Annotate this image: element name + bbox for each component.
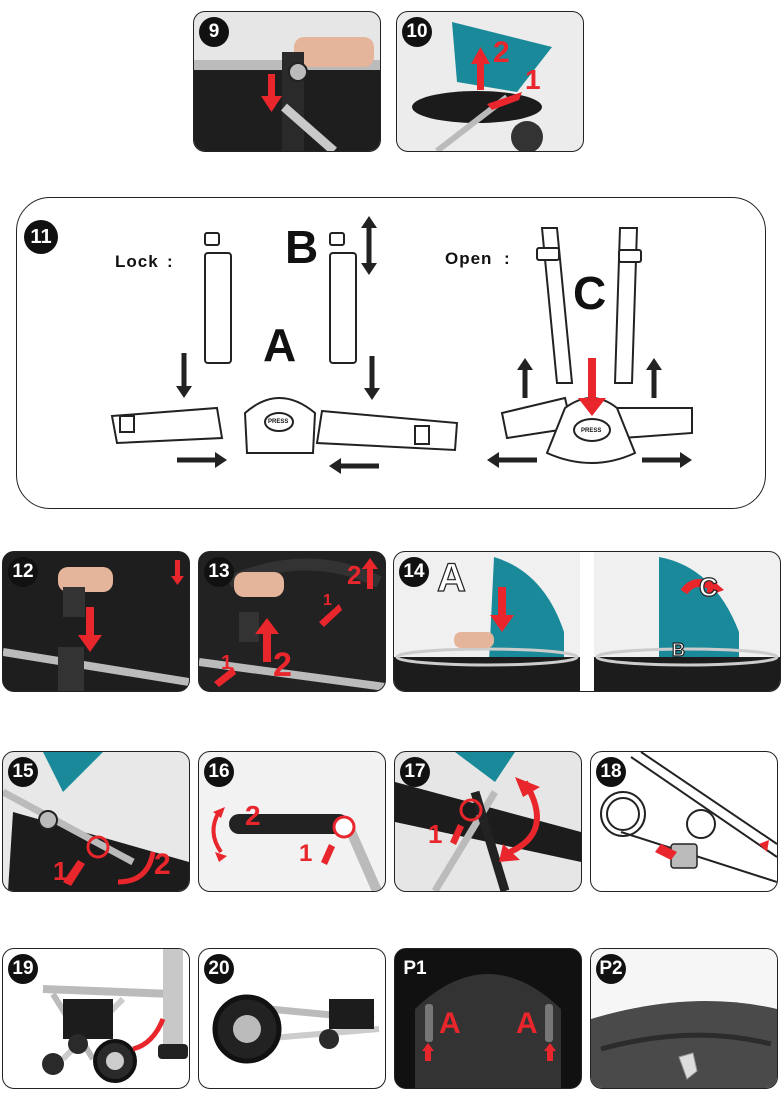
press-button-left: PRESS	[268, 419, 289, 425]
step-13-illustration	[199, 558, 385, 691]
step-number-2-top: 2	[347, 560, 362, 590]
letter-a-left: A	[439, 1007, 461, 1040]
step-badge: 20	[204, 954, 234, 984]
step-16-illustration	[211, 807, 382, 891]
step-badge: 11	[24, 220, 58, 254]
step-15-panel: 15 1 2	[2, 751, 190, 892]
p1-panel: P1 A A	[394, 948, 582, 1089]
step-badge: 18	[596, 757, 626, 787]
p1-illustration	[415, 974, 561, 1088]
step-badge: 15	[8, 757, 38, 787]
step-badge: 14	[399, 557, 429, 587]
letter-a-right: A	[516, 1007, 538, 1040]
step-11-strap-diagram: 11 Lock : Open : B A C PRESS PRESS	[16, 197, 766, 509]
step-number-1: 1	[525, 64, 541, 95]
letter-b: B	[671, 639, 685, 660]
step-number-2: 2	[493, 36, 510, 69]
step-number-1: 1	[299, 840, 313, 867]
lock-label: Lock	[115, 252, 159, 271]
letter-b: B	[285, 221, 319, 273]
step-19-illustration	[42, 949, 188, 1083]
step-14-illustration	[394, 552, 780, 691]
step-badge: P1	[400, 954, 430, 984]
step-badge: 13	[204, 557, 234, 587]
step-16-panel: 16 2 1	[198, 751, 386, 892]
step-badge: 12	[8, 557, 38, 587]
step-9-illustration	[194, 37, 380, 151]
step-18-illustration	[600, 752, 777, 883]
p2-illustration	[591, 949, 777, 1088]
step-badge: 19	[8, 954, 38, 984]
press-button-right: PRESS	[581, 428, 602, 434]
step-12-panel: 12	[2, 551, 190, 692]
strap-lock-diagram	[110, 216, 693, 474]
step-19-panel: 19	[2, 948, 190, 1089]
step-17-illustration	[395, 752, 581, 891]
step-12-illustration	[3, 560, 189, 691]
step-15-illustration	[3, 752, 189, 891]
step-badge: 9	[199, 17, 229, 47]
step-18-panel: 18	[590, 751, 778, 892]
lock-colon: :	[167, 252, 173, 271]
letter-c: C	[698, 571, 718, 602]
open-colon: :	[504, 249, 510, 268]
step-9-panel: 9	[193, 11, 381, 152]
step-20-panel: 20	[198, 948, 386, 1089]
step-number-1-bottom: 1	[221, 652, 233, 674]
step-number-2-bottom: 2	[273, 646, 292, 684]
letter-a: A	[263, 319, 297, 371]
step-10-panel: 10 2 1	[396, 11, 584, 152]
p2-panel: P2	[590, 948, 778, 1089]
step-number-2: 2	[154, 848, 171, 881]
step-10-illustration	[412, 22, 552, 151]
step-20-illustration	[212, 994, 380, 1064]
step-number-2: 2	[245, 800, 261, 831]
step-number-1: 1	[53, 856, 68, 886]
step-number-1: 1	[428, 819, 443, 849]
letter-a: A	[436, 555, 466, 600]
step-number-1-top: 1	[323, 592, 332, 609]
open-label: Open	[445, 249, 493, 268]
step-14-panel: 14 A B C	[393, 551, 781, 692]
step-badge: 17	[400, 757, 430, 787]
letter-c: C	[573, 267, 607, 319]
step-badge: 10	[402, 17, 432, 47]
step-badge: 16	[204, 757, 234, 787]
step-17-panel: 17 1	[394, 751, 582, 892]
step-13-panel: 13 2 1 1 2	[198, 551, 386, 692]
step-badge: P2	[596, 954, 626, 984]
